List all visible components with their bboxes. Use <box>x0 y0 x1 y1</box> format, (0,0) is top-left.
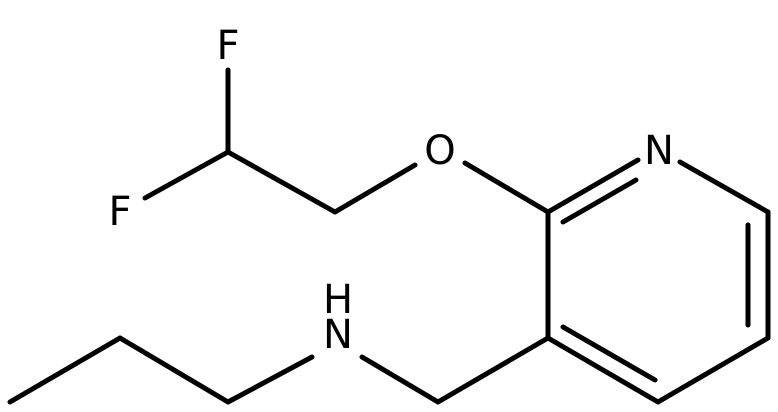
oxygen-label: O <box>424 128 455 174</box>
amine-nitrogen-label: N <box>323 312 353 358</box>
fluorine-left-label: F <box>108 189 131 235</box>
atom-labels: F F O N N H <box>108 23 673 358</box>
bond-propyl-middle <box>117 335 231 405</box>
pyridine-nitrogen-label: N <box>644 128 674 174</box>
bond-oc-aryl <box>462 160 551 215</box>
fluorine-top-label: F <box>216 23 239 69</box>
bond-n1-c6 <box>677 159 771 215</box>
bond-c2-n1 <box>545 157 641 215</box>
bond-c4-c3-inner <box>560 324 658 383</box>
bond-cc-difluoroethyl <box>225 149 338 215</box>
bond-ch2-nh <box>359 354 441 405</box>
bond-c5-c4 <box>655 335 771 405</box>
amine-hydrogen-label: H <box>323 277 353 323</box>
bond-propyl-terminal <box>7 335 123 405</box>
bond-cf-left <box>142 149 231 201</box>
bonds <box>7 67 771 405</box>
bond-co-alkyl <box>332 162 418 215</box>
bond-c4-c3 <box>545 335 661 405</box>
bond-c3-ch2 <box>435 335 551 405</box>
bond-nh-propyl <box>225 354 315 405</box>
bond-c2-n1-inner <box>560 177 639 225</box>
